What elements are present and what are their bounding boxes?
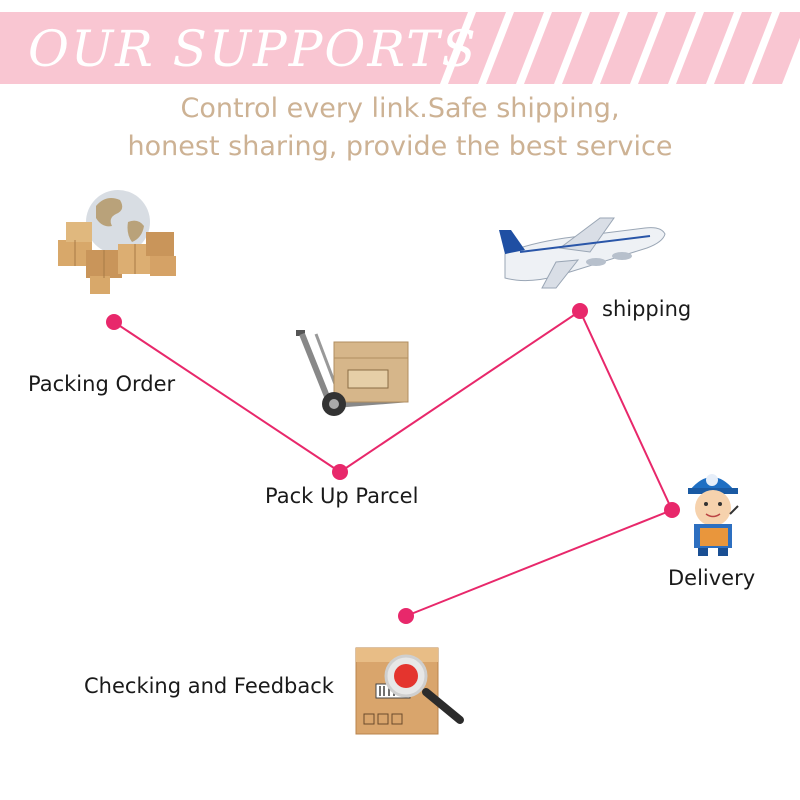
- route-dot-delivery: [664, 502, 680, 518]
- step-label-checking-feedback: Checking and Feedback: [84, 674, 334, 698]
- step-label-pack-up-parcel: Pack Up Parcel: [265, 484, 419, 508]
- tagline-line-2: honest sharing, provide the best service: [127, 131, 673, 162]
- route-dot-pack-up-parcel: [332, 464, 348, 480]
- step-label-delivery: Delivery: [668, 566, 756, 590]
- route-line: [113, 309, 674, 617]
- step-label-shipping: shipping: [602, 297, 692, 321]
- route-dot-shipping: [572, 303, 588, 319]
- route-dot-checking-feedback: [398, 608, 414, 624]
- banner-title: OUR SUPPORTS: [28, 20, 478, 78]
- tagline-line-1: Control every link.Safe shipping,: [180, 93, 620, 124]
- header-banner: OUR SUPPORTS: [0, 12, 800, 84]
- step-label-packing-order: Packing Order: [28, 372, 176, 396]
- banner-background: [0, 12, 800, 84]
- route-dot-packing-order: [106, 314, 122, 330]
